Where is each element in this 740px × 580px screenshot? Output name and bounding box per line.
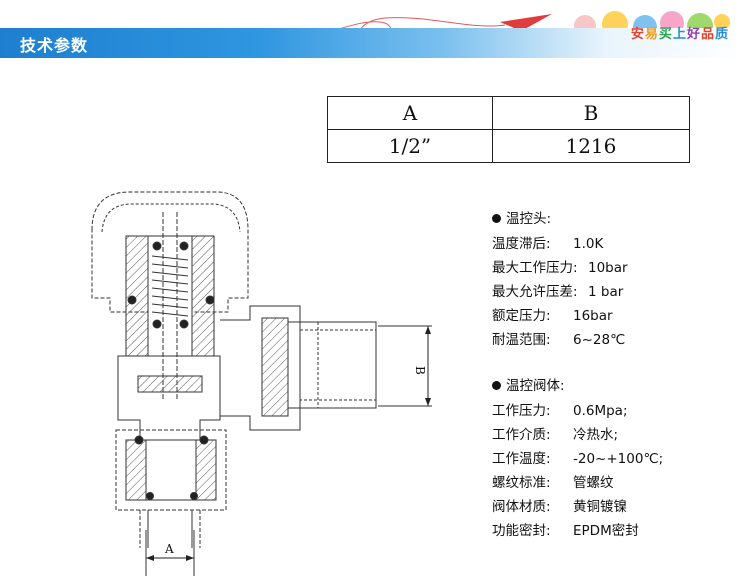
list-item: 温度滞后: 1.0K bbox=[492, 232, 663, 256]
section-title: 技术参数 bbox=[20, 36, 89, 55]
spec-label: 工作介质: bbox=[492, 427, 551, 443]
spec-value: 1.0K bbox=[573, 236, 604, 252]
list-item: 工作温度: -20~+100℃; bbox=[492, 447, 663, 471]
spec-label: 温度滞后: bbox=[492, 236, 551, 252]
spec-label: 工作压力: bbox=[492, 403, 551, 419]
spec-label: 额定压力: bbox=[492, 308, 551, 324]
slogan-char: 易 bbox=[644, 26, 658, 42]
spec-value: 冷热水; bbox=[573, 427, 619, 443]
list-item: 功能密封: EPDM密封 bbox=[492, 519, 663, 543]
spec-value: 黄铜镀镍 bbox=[573, 499, 627, 515]
header-banner: 技术参数 安 易 买 上 好 品 质 bbox=[0, 0, 740, 60]
list-item: 最大工作压力: 10bar bbox=[492, 256, 663, 280]
table-row: 1/2” 1216 bbox=[327, 129, 691, 163]
slogan-char: 安 bbox=[630, 26, 644, 42]
paper-plane-icon bbox=[500, 14, 552, 36]
slogan-char: 品 bbox=[700, 26, 714, 42]
spec-value: 管螺纹 bbox=[573, 475, 614, 491]
list-item: 额定压力: 16bar bbox=[492, 304, 663, 328]
brand-slogan: 安 易 买 上 好 品 质 bbox=[630, 14, 728, 50]
spec-value: 16bar bbox=[573, 308, 613, 324]
spec-value: 6~28℃ bbox=[573, 332, 626, 348]
slogan-char: 买 bbox=[658, 26, 672, 42]
section-label: 温控阀体: bbox=[506, 378, 565, 394]
table-header-b: B bbox=[491, 96, 691, 130]
spec-label: 阀体材质: bbox=[492, 499, 551, 515]
section-label: 温控头: bbox=[506, 211, 552, 227]
spec-label: 耐温范围: bbox=[492, 332, 551, 348]
dimension-b-label: B bbox=[413, 366, 427, 375]
list-item: 耐温范围: 6~28℃ bbox=[492, 328, 663, 352]
valve-body-title: 温控阀体: bbox=[492, 374, 663, 399]
size-table: A B 1/2” 1216 bbox=[327, 96, 691, 163]
bullet-icon bbox=[492, 380, 501, 390]
list-item: 阀体材质: 黄铜镀镍 bbox=[492, 495, 663, 519]
table-cell-a: 1/2” bbox=[327, 129, 493, 163]
list-item: 工作介质: 冷热水; bbox=[492, 423, 663, 447]
bullet-icon bbox=[492, 213, 501, 223]
list-item: 螺纹标准: 管螺纹 bbox=[492, 471, 663, 495]
spec-label: 最大允许压差: bbox=[492, 284, 578, 300]
spec-label: 功能密封: bbox=[492, 523, 551, 539]
spec-value: 0.6Mpa; bbox=[573, 403, 628, 419]
spec-value: 1 bar bbox=[588, 284, 624, 300]
spec-label: 螺纹标准: bbox=[492, 475, 551, 491]
list-item: 最大允许压差: 1 bar bbox=[492, 280, 663, 304]
list-item: 工作压力: 0.6Mpa; bbox=[492, 399, 663, 423]
spec-value: 10bar bbox=[588, 260, 628, 276]
slogan-char: 上 bbox=[672, 26, 686, 42]
banner-bar bbox=[0, 28, 740, 58]
spec-label: 工作温度: bbox=[492, 451, 551, 467]
dimension-a-label: A bbox=[164, 542, 174, 556]
spec-value: EPDM密封 bbox=[573, 523, 639, 539]
thermostat-head-title: 温控头: bbox=[492, 207, 663, 232]
spec-value: -20~+100℃; bbox=[573, 451, 664, 467]
slogan-char: 好 bbox=[686, 26, 700, 42]
table-cell-b: 1216 bbox=[491, 129, 691, 163]
slogan-char: 质 bbox=[714, 26, 728, 42]
spec-list: 温控头: 温度滞后: 1.0K 最大工作压力: 10bar 最大允许压差: 1 bar… bbox=[492, 207, 663, 543]
spec-label: 最大工作压力: bbox=[492, 260, 578, 276]
